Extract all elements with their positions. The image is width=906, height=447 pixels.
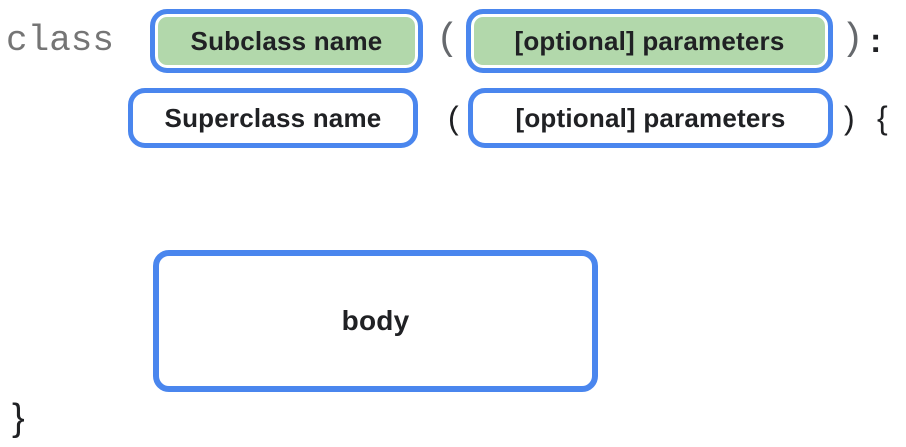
line2-open-paren: ( (448, 100, 459, 136)
superclass-name-box: Superclass name (128, 88, 418, 148)
superclass-parameters-label: [optional] parameters (515, 102, 786, 133)
constructor-parameters-label: [optional] parameters (514, 25, 785, 56)
line1-close-paren: ) (841, 18, 864, 61)
constructor-parameters-box: [optional] parameters (466, 9, 833, 73)
class-keyword: class (6, 20, 115, 61)
body-box: body (153, 250, 598, 392)
superclass-name-label: Superclass name (164, 102, 382, 133)
close-brace: } (12, 397, 25, 439)
line2-close-paren: ) (844, 100, 855, 136)
line1-colon: : (870, 22, 882, 60)
subclass-name-label: Subclass name (190, 25, 383, 56)
superclass-parameters-box: [optional] parameters (468, 88, 833, 148)
line2-open-brace: { (877, 100, 888, 136)
line1-open-paren: ( (436, 18, 459, 61)
body-label: body (341, 305, 410, 336)
subclass-name-box: Subclass name (150, 9, 423, 73)
